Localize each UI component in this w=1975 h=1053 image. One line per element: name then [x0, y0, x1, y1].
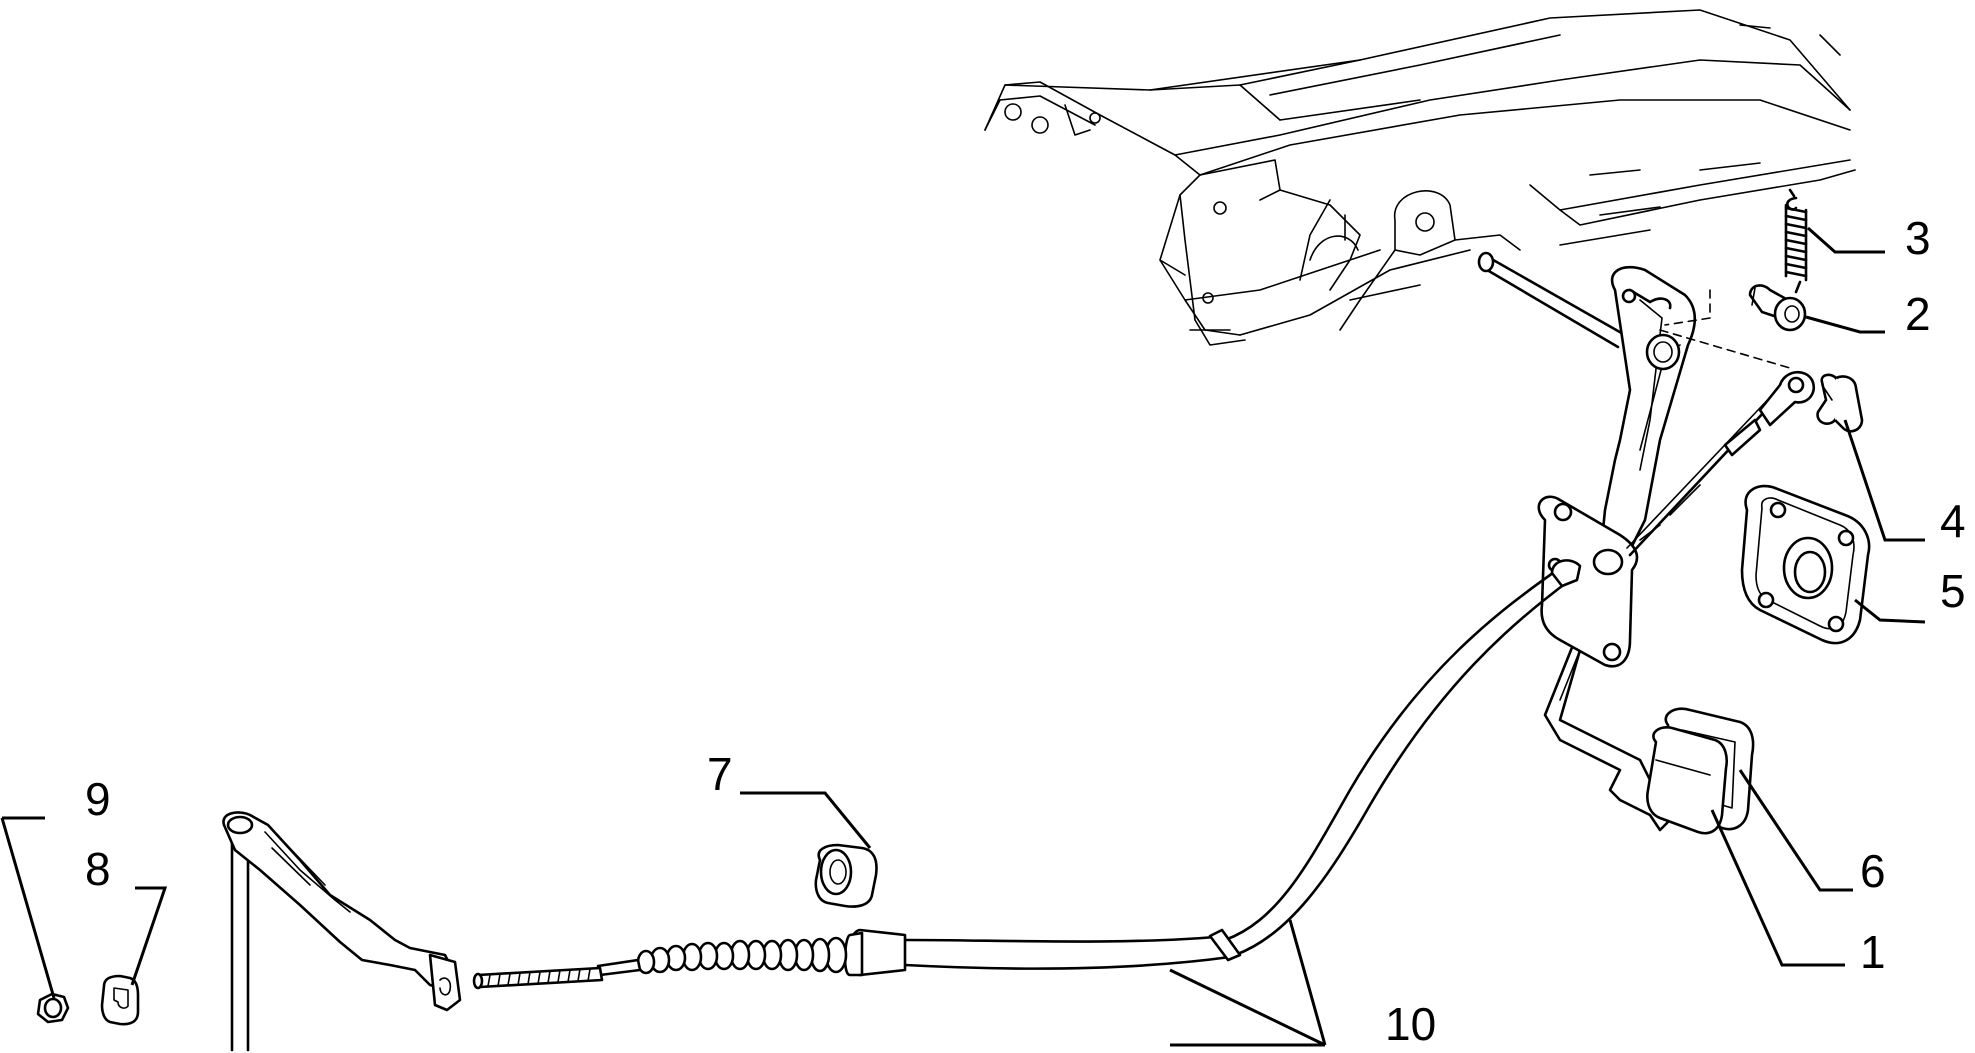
inner-wire	[1626, 371, 1816, 557]
leader-lines	[0, 226, 1926, 1047]
callout-label-8: 8	[85, 843, 111, 895]
mounting-plate	[1740, 484, 1871, 645]
cable-bellows	[636, 936, 848, 975]
retaining-clip	[1816, 373, 1864, 433]
clutch-cable	[472, 559, 1582, 990]
callout-label-4: 4	[1940, 495, 1966, 547]
callout-label-5: 5	[1940, 565, 1966, 617]
callout-label-9: 9	[85, 773, 111, 825]
return-spring	[1784, 188, 1808, 294]
callout-label-2: 2	[1905, 288, 1931, 340]
pivot-bolt	[1748, 284, 1807, 332]
grommet	[814, 843, 878, 908]
bulkhead-body	[984, 9, 1856, 346]
clip-nut	[100, 974, 140, 1026]
assembly-guide-lines	[1659, 289, 1791, 369]
callout-label-10: 10	[1385, 998, 1436, 1050]
callout-label-3: 3	[1905, 212, 1931, 264]
callout-label-1: 1	[1860, 926, 1886, 978]
callout-labels: 3 2 4 5 6 1 7 9 8 10	[85, 212, 1966, 1050]
pivot-shaft	[1477, 251, 1627, 349]
pedal-flange	[1537, 495, 1639, 668]
callout-label-6: 6	[1860, 845, 1886, 897]
callout-label-7: 7	[707, 748, 733, 800]
release-lever	[222, 811, 462, 1052]
pedal-pad	[1646, 707, 1755, 835]
